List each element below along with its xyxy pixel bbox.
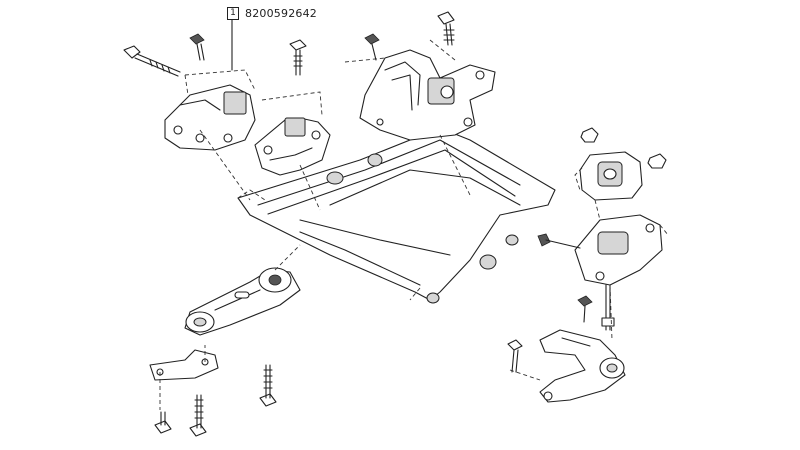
bolt-rod-lower-left [154,411,172,434]
torque-rod [184,267,301,336]
callout-index-box: 1 [227,6,239,20]
bolt-rod-lower-right [259,364,277,407]
top-engine-mount [344,39,496,141]
lower-right-bracket [509,329,626,403]
subframe-cradle [237,127,556,304]
bolt-top-mount-right [437,11,455,46]
left-engine-mount [164,69,256,151]
bolt-right-lower-a [577,295,593,323]
long-bolt-top-left [123,45,181,77]
assembly-guide-lines [199,129,613,341]
nut-right-top [580,127,599,143]
part-callout: 1 8200592642 [227,6,317,20]
bolt-top-mount-left [364,33,380,61]
bolt-lower-right-bracket [507,339,523,373]
nut-right-side [647,153,667,169]
center-mount-bracket [254,91,331,176]
stud-right-lower-b [601,284,615,331]
right-gearbox-mount [574,151,643,201]
screw-center-top [289,39,307,76]
part-number-label: 8200592642 [245,6,317,20]
right-support-bracket [574,214,669,286]
bolt-rod-lower-mid [189,394,207,437]
rod-bracket-plate [149,345,219,410]
bolt-right-bracket [537,233,581,249]
bolt-top-center-left [189,33,205,61]
